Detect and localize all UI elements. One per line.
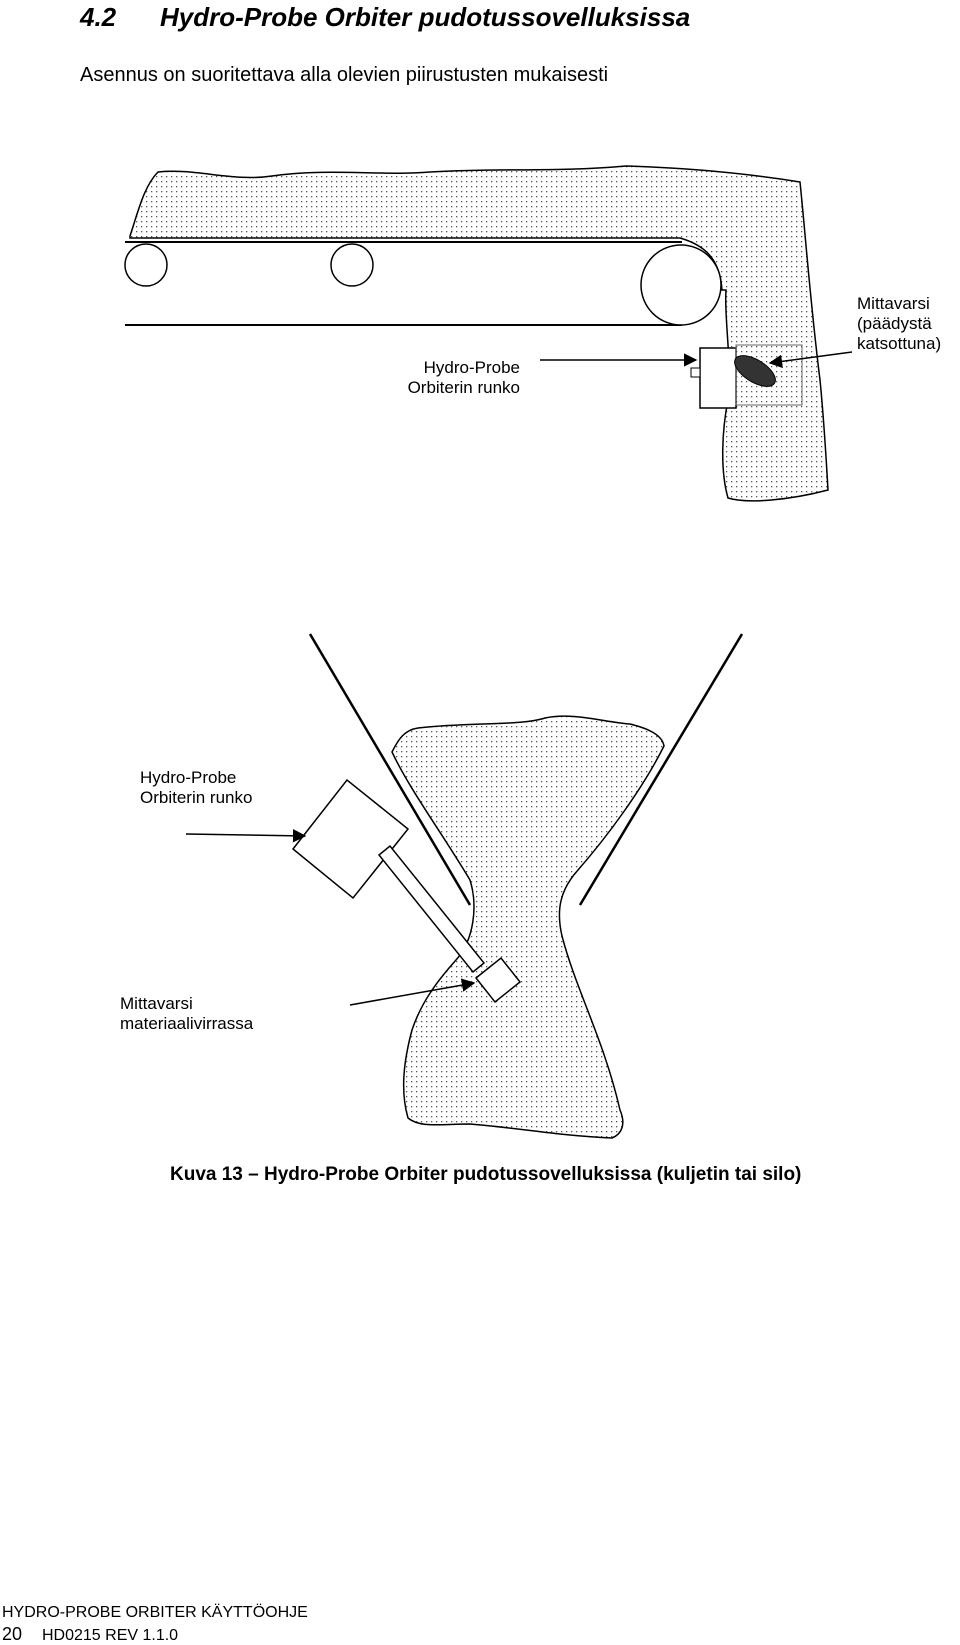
top-unit-label-line1: Hydro-Probe [423,358,520,377]
arm-view-frame [735,344,803,406]
orbiter-unit-box-top [699,347,737,409]
top-arm-label: Mittavarsi (päädystä katsottuna) [857,294,941,354]
orbiter-unit-box-bottom [291,778,410,900]
footer-line: 20 HD0215 REV 1.1.0 [2,1624,178,1645]
intro-text: Asennus on suoritettava alla olevien pii… [80,64,609,86]
bottom-arm-label-line2: materiaalivirrassa [120,1014,254,1033]
figure-caption: Kuva 13 – Hydro-Probe Orbiter pudotussov… [170,1164,802,1185]
top-arm-label-arrow [768,351,853,369]
measuring-arm-end-view [734,355,776,387]
silo-material [391,715,665,1139]
silo-wall-left [308,633,472,906]
bottom-unit-label-line1: Hydro-Probe [140,768,237,787]
top-arm-label-line2: (päädystä [857,314,932,333]
conveyor-drawing [124,165,853,502]
page-number: 20 [2,1624,23,1644]
bottom-arm-label: Mittavarsi materiaalivirrassa [120,994,253,1034]
section-heading: 4.2 Hydro-Probe Orbiter pudotussovelluksi… [80,2,690,33]
orbiter-connector-top [690,367,701,378]
conveyor-material [129,165,829,502]
bottom-unit-label-line2: Orbiterin runko [140,788,253,807]
section-title: Hydro-Probe Orbiter pudotussovelluksissa [160,2,691,32]
top-unit-label-line2: Orbiterin runko [407,378,520,397]
top-unit-label: Hydro-Probe Orbiterin runko [380,358,520,398]
silo-drawing [185,633,744,1139]
top-arm-label-line1: Mittavarsi [857,294,930,313]
footer-doc-title: HYDRO-PROBE ORBITER KÄYTTÖOHJE [2,1604,308,1621]
measuring-arm-shaft [377,844,486,974]
conveyor-roller-2 [330,243,374,287]
silo-wall-right [578,633,744,906]
section-number: 4.2 [80,2,117,32]
bottom-unit-label: Hydro-Probe Orbiterin runko [140,768,252,808]
measuring-arm-blade [474,956,522,1004]
doc-reference: HD0215 REV 1.1.0 [42,1627,179,1644]
top-arm-label-line3: katsottuna) [857,334,942,353]
bottom-unit-label-arrow [185,829,307,843]
bottom-arm-label-line1: Mittavarsi [120,994,193,1013]
conveyor-head-pulley [640,244,722,326]
bottom-arm-label-arrow [349,978,476,1006]
conveyor-roller-1 [124,243,168,287]
